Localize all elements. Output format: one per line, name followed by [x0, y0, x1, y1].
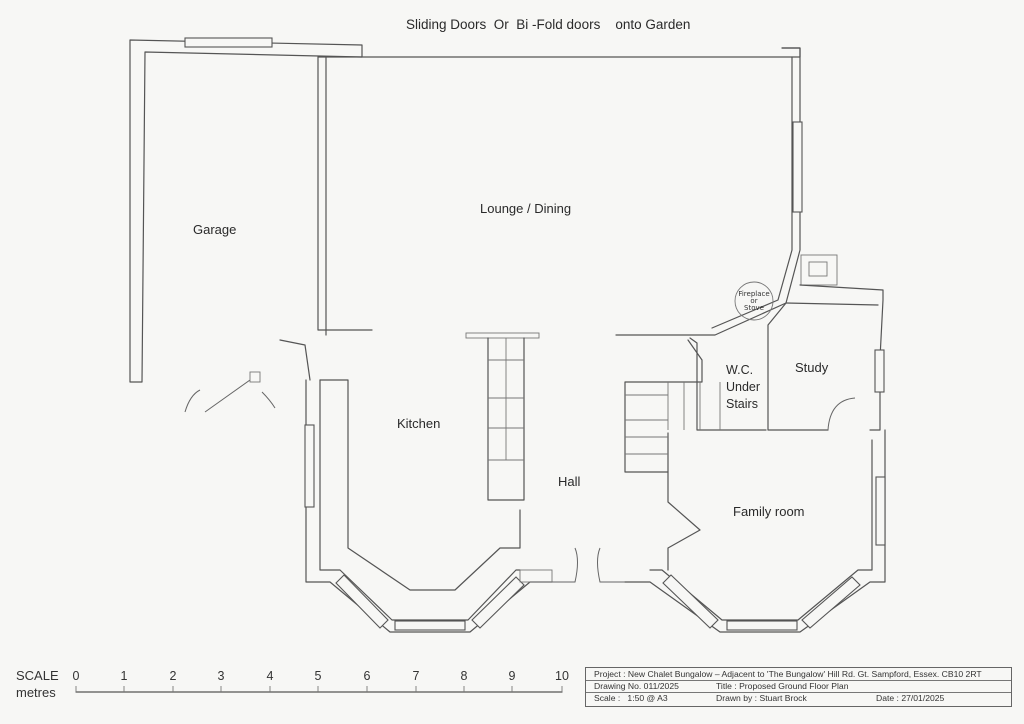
fireplace-circle — [734, 281, 774, 321]
scale-tick-7: 7 — [412, 669, 420, 683]
scale-tick-2: 2 — [169, 669, 177, 683]
room-label-wc-stairs: Stairs — [726, 397, 758, 411]
project-text: Project : New Chalet Bungalow – Adjacent… — [594, 669, 982, 679]
family-room-walls — [624, 429, 886, 633]
garage-link — [184, 339, 311, 413]
study-door — [827, 397, 856, 431]
scale-tick-4: 4 — [266, 669, 274, 683]
scale-bar — [75, 686, 563, 693]
title-block-row-drawing: Drawing No. 011/2025 Title : Proposed Gr… — [586, 680, 1011, 693]
scale-tick-1: 1 — [120, 669, 128, 683]
room-label-wc: W.C. — [726, 363, 754, 377]
title-block-row-meta: Scale : 1:50 @ A3 Drawn by : Stuart Broc… — [586, 692, 1011, 704]
fireplace-label-1: Fireplace — [738, 290, 770, 298]
family-side-window — [875, 476, 886, 546]
scale-tick-5: 5 — [314, 669, 322, 683]
drawing-scale: Scale : 1:50 @ A3 — [594, 693, 668, 703]
scale-unit: metres — [16, 685, 56, 700]
drawing-title: Title : Proposed Ground Floor Plan — [716, 681, 849, 691]
family-bay-window-3 — [801, 576, 861, 629]
kitchen-bay-window-1 — [394, 620, 466, 631]
scale-tick-6: 6 — [363, 669, 371, 683]
scale-tick-9: 9 — [508, 669, 516, 683]
study-walls — [767, 284, 885, 431]
scale-tick-10: 10 — [555, 669, 569, 683]
kitchen-units — [465, 332, 540, 501]
kitchen-side-window — [304, 424, 315, 508]
room-label-wc-under: Under — [726, 380, 761, 394]
title-block-row-project: Project : New Chalet Bungalow – Adjacent… — [586, 668, 1011, 681]
room-label-hall: Hall — [558, 474, 581, 489]
kitchen-bay-window-2 — [335, 574, 389, 629]
scale-tick-3: 3 — [217, 669, 225, 683]
room-label-kitchen: Kitchen — [397, 416, 441, 431]
lounge-side-window — [792, 121, 803, 213]
fireplace-label-2: or — [750, 297, 758, 305]
room-label-study: Study — [795, 360, 829, 375]
drawn-by: Drawn by : Stuart Brock — [716, 693, 807, 703]
drawing-date: Date : 27/01/2025 — [876, 693, 945, 703]
garden-doors-note: Sliding Doors Or Bi -Fold doors onto Gar… — [406, 17, 691, 32]
room-label-family: Family room — [733, 504, 805, 519]
family-bay-window-1 — [726, 620, 798, 631]
room-label-lounge: Lounge / Dining — [480, 201, 572, 216]
front-door — [552, 547, 625, 583]
family-bay-window-2 — [662, 574, 719, 629]
lounge-walls — [317, 47, 803, 336]
scale-tick-0: 0 — [72, 669, 80, 683]
drawing-number: Drawing No. 011/2025 — [594, 681, 679, 691]
room-label-garage: Garage — [193, 222, 237, 237]
fireplace-label-3: Stove — [744, 304, 764, 312]
kitchen-walls — [304, 379, 553, 633]
title-block: Project : New Chalet Bungalow – Adjacent… — [585, 667, 1012, 707]
scale-title: SCALE — [16, 668, 59, 683]
study-window — [874, 349, 885, 393]
kitchen-bay-window-3 — [471, 576, 525, 629]
chimney — [734, 254, 838, 321]
garage-rear-window — [184, 37, 273, 48]
scale-tick-8: 8 — [460, 669, 468, 683]
